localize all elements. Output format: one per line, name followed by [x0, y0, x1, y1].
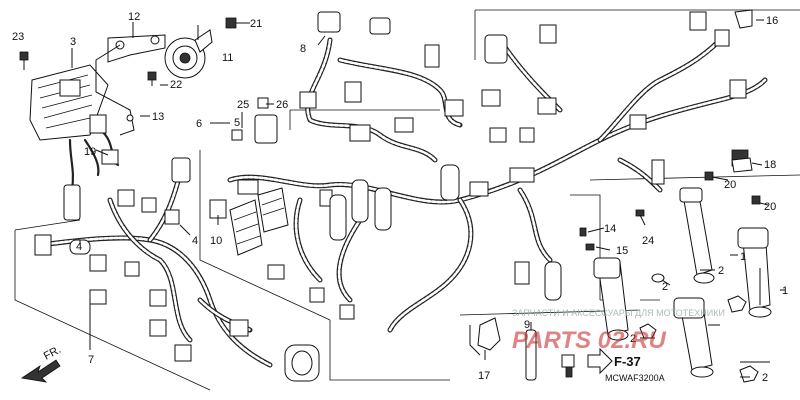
screws-small [19, 17, 245, 86]
drawing-code: MCWAF3200A [605, 373, 665, 383]
callout-labels: 3 23 12 11 21 22 13 8 6 5 25 26 19 4 4 1… [12, 11, 788, 384]
label-2: 2 [718, 265, 724, 277]
label-16: 16 [766, 15, 778, 27]
label-11: 11 [222, 52, 233, 64]
sub-harness-upper [299, 11, 464, 163]
label-7: 7 [88, 354, 94, 366]
watermark-caption: ЗАПЧАСТИ И АКСЕССУАРЫ ДЛЯ МОТОТЕХНИКИ [512, 308, 725, 318]
horn [164, 29, 213, 79]
front-arrow-icon [20, 359, 61, 383]
ignition-components [329, 164, 562, 301]
label-10: 10 [210, 235, 222, 247]
label-17: 17 [478, 370, 490, 382]
label-6: 6 [196, 118, 202, 130]
label-1: 1 [740, 251, 746, 263]
label-13: 13 [152, 111, 164, 123]
bottom-clips [469, 317, 575, 381]
label-8: 8 [300, 43, 306, 55]
leader-lines [71, 19, 785, 378]
label-4b: 4 [192, 235, 198, 247]
fuse-box-cluster [209, 97, 355, 320]
label-23: 23 [12, 31, 24, 43]
label-21: 21 [250, 18, 262, 30]
front-label: FR. [42, 344, 63, 363]
label-18: 18 [764, 159, 776, 171]
label-26: 26 [276, 99, 288, 111]
label-14: 14 [604, 223, 616, 235]
small-hardware [731, 9, 753, 173]
label-9: 9 [524, 319, 530, 331]
label-4: 4 [76, 241, 82, 253]
label-3: 3 [70, 36, 76, 48]
label-19: 19 [84, 146, 96, 158]
label-2d: 2 [762, 372, 768, 384]
label-12: 12 [128, 11, 140, 23]
label-25: 25 [237, 99, 249, 111]
label-20b: 20 [764, 201, 776, 213]
label-20: 20 [724, 179, 736, 191]
label-24: 24 [642, 235, 654, 247]
reference-code: F-37 [614, 354, 641, 369]
reference-arrow [587, 347, 613, 375]
sub-harness-lower-left [34, 157, 320, 382]
label-1b: 1 [782, 285, 788, 297]
ignition-coils [579, 149, 772, 383]
label-2c: 2 [630, 333, 636, 345]
label-15: 15 [616, 245, 628, 257]
regulator-rectifier-assembly [29, 64, 120, 221]
horn-bracket [95, 34, 166, 136]
watermark-logo: PARTS 02.RU [512, 327, 666, 354]
label-5: 5 [234, 117, 240, 129]
label-22: 22 [170, 79, 182, 91]
label-2b: 2 [662, 281, 668, 293]
main-wire-harness [227, 11, 768, 333]
